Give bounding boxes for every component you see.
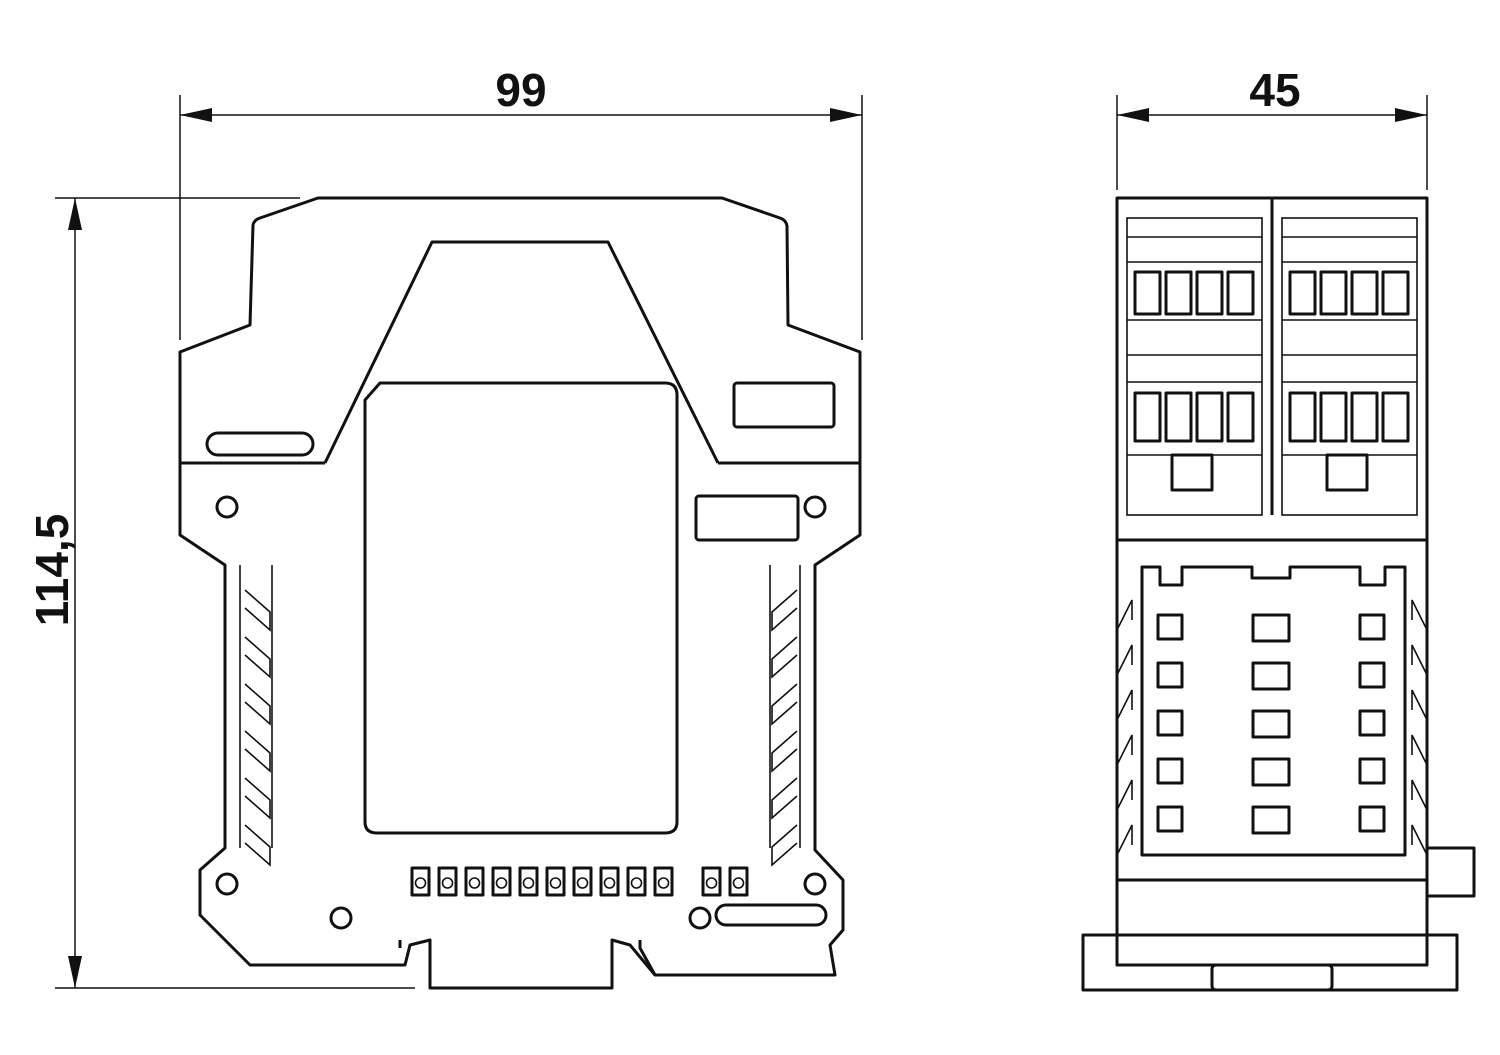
connector-body	[1140, 565, 1407, 857]
housing-outline	[178, 196, 862, 990]
led-indicator	[572, 866, 593, 897]
terminal-clamp	[1164, 270, 1193, 316]
terminal-clamp	[1133, 391, 1162, 443]
terminal-clamp	[1288, 391, 1317, 443]
din-rail	[1081, 933, 1459, 992]
led-indicator	[728, 866, 749, 897]
vent-ribs-right	[771, 589, 798, 867]
dimension-side-width: 45	[1116, 64, 1428, 190]
bottom-slot	[714, 903, 828, 927]
led-indicator	[464, 866, 485, 897]
led-indicator	[626, 866, 647, 897]
front-view	[178, 196, 862, 990]
terminal-clamp	[1133, 270, 1162, 316]
terminal-clamp	[1195, 270, 1224, 316]
terminal-clamp	[1288, 270, 1317, 316]
led-indicator	[437, 866, 458, 897]
terminal-clamp	[1350, 270, 1379, 316]
front-cover-trapezoid	[323, 240, 720, 464]
terminal-clamp	[1226, 391, 1255, 443]
marker-field-mid	[694, 494, 800, 542]
dimension-front-width: 99	[179, 64, 863, 340]
terminal-clamp	[1226, 270, 1255, 316]
led-row	[410, 866, 749, 897]
terminal-clamp	[1381, 270, 1410, 316]
terminal-clamp	[1319, 391, 1348, 443]
led-indicator	[491, 866, 512, 897]
led-indicator	[653, 866, 674, 897]
vent-ribs-left	[244, 589, 271, 867]
terminal-clamp	[1195, 391, 1224, 443]
label-window	[363, 381, 679, 835]
led-indicator	[518, 866, 539, 897]
terminal-clamp	[1350, 391, 1379, 443]
terminal-clamp	[1164, 391, 1193, 443]
dimension-label-114-5: 114,5	[26, 514, 78, 627]
marker-field-top	[732, 381, 836, 429]
dimension-height: 114,5	[26, 197, 415, 989]
terminal-clamp	[1319, 270, 1348, 316]
terminal-clamp	[1381, 391, 1410, 443]
front-slot	[205, 431, 315, 457]
dimension-label-45: 45	[1249, 64, 1300, 116]
latch	[1425, 846, 1476, 898]
side-view	[1081, 196, 1476, 992]
led-indicator	[701, 866, 722, 897]
led-indicator	[545, 866, 566, 897]
dimension-label-99: 99	[495, 64, 546, 116]
led-indicator	[599, 866, 620, 897]
led-indicator	[410, 866, 431, 897]
